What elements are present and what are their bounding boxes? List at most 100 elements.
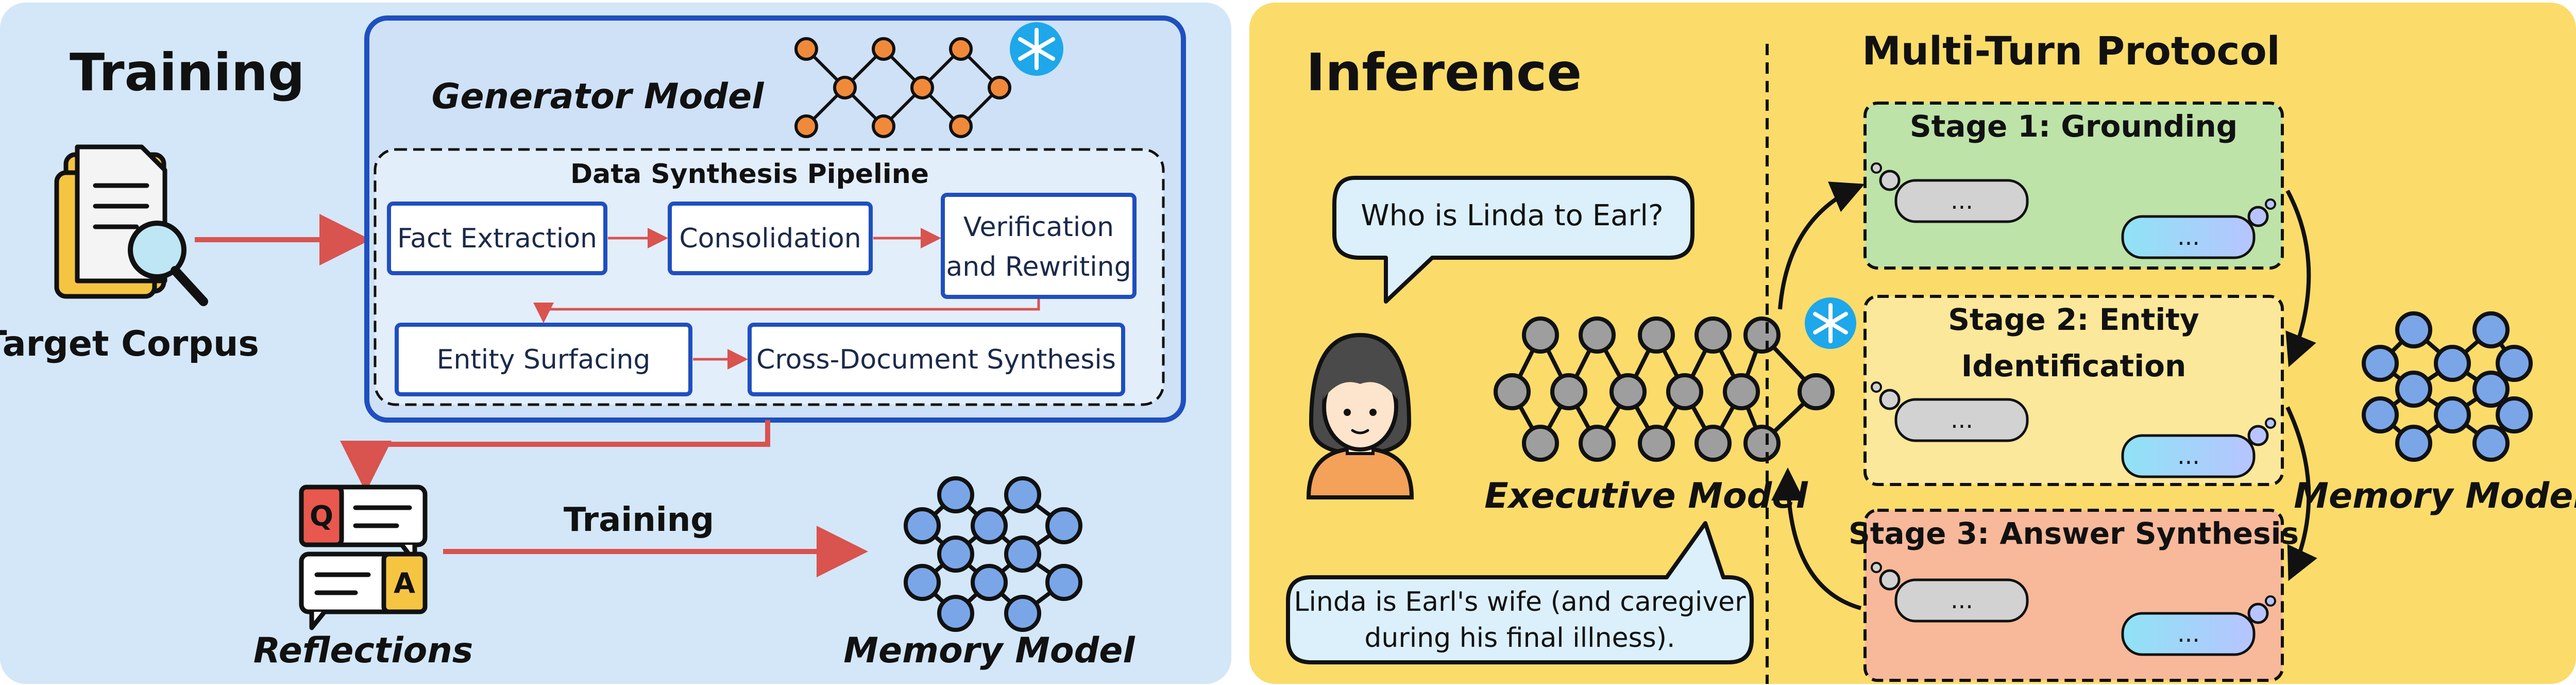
generator-to-reflections-arrow: [340, 420, 770, 492]
generator-network-node: [910, 76, 934, 99]
stage1-gray-ellipsis: ...: [1951, 187, 1973, 214]
generator-network-node: [949, 37, 973, 61]
executive-model-network-node: [1666, 373, 1703, 410]
executive-label: Executive Model: [1484, 476, 1808, 516]
training-arrow-label: Training: [564, 501, 714, 539]
memory-model-network-right-node: [2434, 345, 2471, 382]
generator-network-node: [949, 114, 973, 138]
executive-model-network-node: [1694, 316, 1732, 354]
step-consolidation: Consolidation: [668, 202, 873, 275]
memory-model-network-right-node: [2434, 396, 2471, 433]
memory-model-label-right: Memory Model: [2294, 476, 2576, 516]
answer-text-line1: Linda is Earl's wife (and caregiver: [1294, 587, 1746, 617]
executive-model-network: [1494, 316, 1835, 462]
executive-model-network-node: [1638, 316, 1675, 354]
generator-network-node: [794, 114, 818, 138]
stage2-blue-bubble: [2121, 417, 2276, 478]
stage2-title-line1: Stage 2: Entity: [1948, 302, 2199, 337]
reflections-a: A: [394, 567, 415, 599]
arrow-verification-to-entity: [533, 299, 1040, 323]
executive-model-network-node: [1522, 316, 1559, 354]
generator-network-node: [833, 76, 857, 99]
memory-model-network-right-node: [2472, 311, 2510, 348]
executive-model-network-node: [1579, 316, 1616, 354]
executive-model-network-node: [1798, 373, 1835, 410]
memory-model-network-right: [2362, 311, 2533, 462]
stage3-title: Stage 3: Answer Synthesis: [1849, 516, 2299, 551]
memory-model-network-right-node: [2472, 425, 2510, 462]
stage1-title: Stage 1: Grounding: [1910, 109, 2238, 144]
svg-text:Entity Surfacing: Entity Surfacing: [437, 344, 651, 375]
stage1-gray-bubble: [1871, 162, 2029, 223]
stage2-gray-bubble: [1871, 381, 2029, 442]
memory-model-network-right-node: [2395, 371, 2432, 408]
stage2-gray-ellipsis: ...: [1951, 406, 1973, 433]
stage3-gray-ellipsis: ...: [1951, 586, 1973, 614]
memory-model-label-left: Memory Model: [843, 630, 1136, 671]
arrow-stage2-to-stage3: [2285, 406, 2317, 581]
svg-text:Cross-Document Synthesis: Cross-Document Synthesis: [756, 344, 1116, 375]
step-fact-extraction: Fact Extraction: [387, 202, 607, 275]
target-corpus-label: Target Corpus: [0, 324, 259, 364]
memory-model-network-left-node: [1045, 564, 1082, 601]
stage3-blue-ellipsis: ...: [2177, 620, 2200, 647]
executive-model-network-node: [1550, 373, 1587, 410]
memory-model-network-left-node: [937, 536, 974, 573]
memory-model-network-left-node: [971, 507, 1008, 544]
generator-network-node: [794, 37, 818, 61]
generator-network-node: [872, 114, 895, 138]
stage2-title-line2: Identification: [1961, 348, 2187, 383]
memory-model-network-left-node: [937, 595, 974, 632]
user-avatar-icon: [1306, 332, 1414, 499]
generator-network-node: [988, 76, 1011, 99]
memory-model-network-left-node: [1004, 476, 1041, 513]
memory-model-network-left-node: [904, 564, 941, 601]
executive-model-network-node: [1743, 425, 1781, 462]
memory-model-network-left-node: [971, 564, 1008, 601]
memory-model-network-right-node: [2496, 396, 2533, 433]
stage3-gray-bubble: [1871, 562, 2029, 623]
svg-text:Verification: Verification: [963, 212, 1114, 243]
executive-model-network-node: [1694, 425, 1732, 462]
stage2-blue-ellipsis: ...: [2177, 442, 2200, 470]
memory-model-network-right-node: [2496, 345, 2533, 382]
executive-model-network-node: [1638, 425, 1675, 462]
memory-model-network-left-node: [1004, 536, 1041, 573]
generator-network-node: [872, 37, 895, 61]
executive-model-network-node: [1609, 373, 1647, 410]
step-verification: Verification and Rewriting: [941, 193, 1137, 299]
reflections-label: Reflections: [253, 630, 473, 671]
svg-text:Fact Extraction: Fact Extraction: [397, 223, 597, 254]
memory-model-network-left-node: [1004, 595, 1041, 632]
frozen-snowflake-icon: [1010, 22, 1063, 76]
generator-title: Generator Model: [432, 76, 765, 117]
memory-model-network-left-node: [937, 476, 974, 513]
memory-model-network-right-node: [2472, 371, 2510, 408]
memory-model-network-right-node: [2362, 345, 2399, 382]
inference-heading: Inference: [1306, 42, 1582, 103]
svg-text:and Rewriting: and Rewriting: [946, 252, 1131, 282]
memory-model-network-right-node: [2395, 425, 2432, 462]
memory-model-network-left-node: [1045, 507, 1082, 544]
svg-text:Consolidation: Consolidation: [679, 223, 861, 254]
question-bubble: [1332, 176, 1694, 304]
memory-model-network-left-node: [904, 507, 941, 544]
magnifier-icon: [128, 221, 208, 306]
stage3-blue-bubble: [2121, 595, 2276, 656]
pipeline-title: Data Synthesis Pipeline: [570, 159, 929, 190]
generator-network: [794, 37, 1011, 138]
stage1-blue-bubble: [2121, 198, 2276, 259]
answer-text-line2: during his final illness).: [1364, 623, 1675, 654]
memory-model-network-left: [904, 476, 1082, 632]
training-heading: Training: [70, 42, 305, 103]
question-text: Who is Linda to Earl?: [1361, 199, 1663, 232]
protocol-title: Multi-Turn Protocol: [1862, 28, 2280, 74]
reflections-q: Q: [310, 500, 333, 532]
memory-model-network-right-node: [2395, 311, 2432, 348]
executive-model-network-node: [1494, 373, 1531, 410]
stage1-blue-ellipsis: ...: [2177, 223, 2200, 250]
answer-bubble: [1286, 521, 1754, 664]
frozen-snowflake-icon-executive: [1805, 297, 1856, 349]
step-entity-surfacing: Entity Surfacing: [395, 323, 692, 396]
arrow-stage3-to-executive: [1771, 467, 1862, 610]
